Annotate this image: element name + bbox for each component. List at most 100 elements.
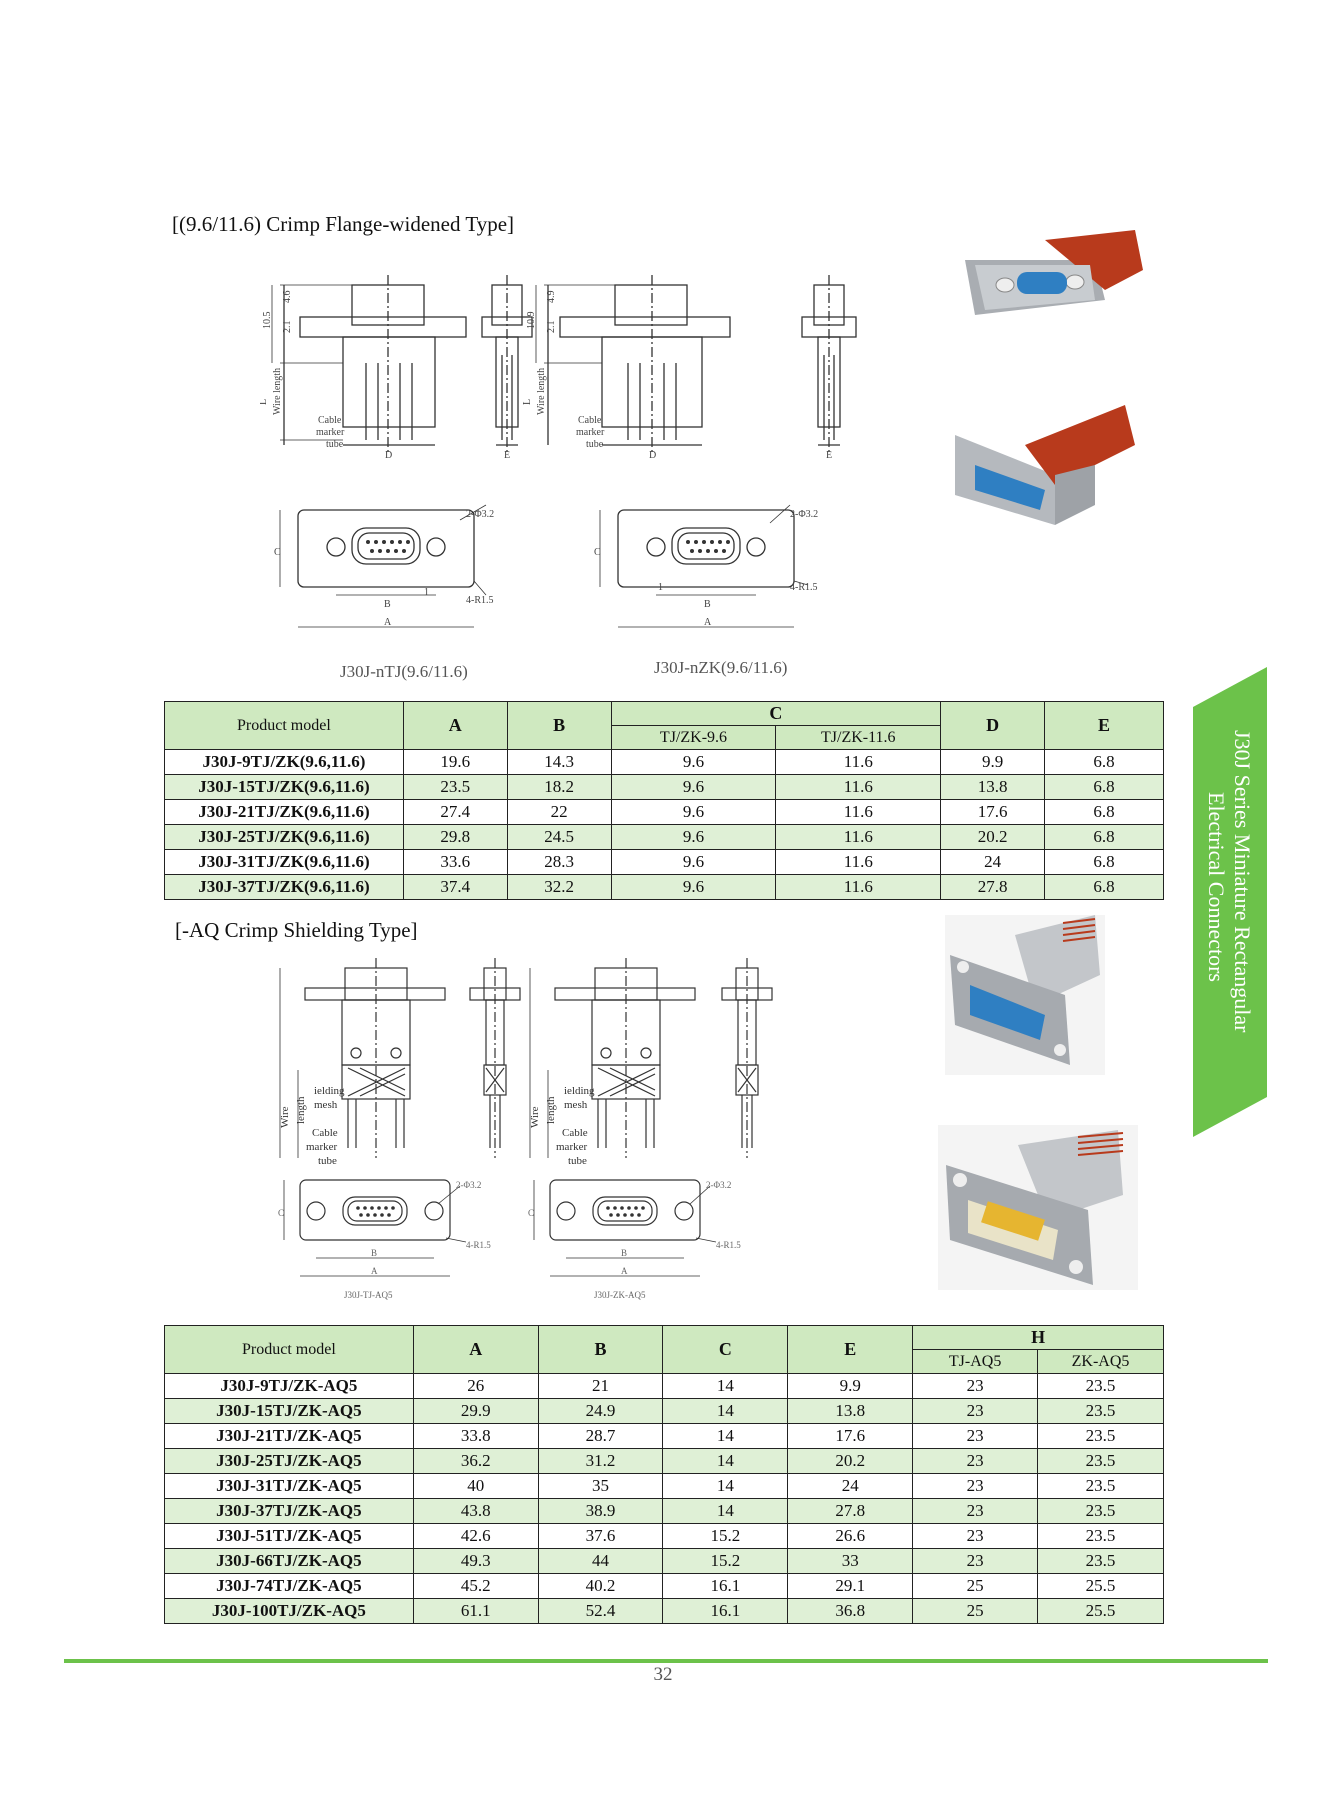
dimension-cell: 32.2	[506, 874, 612, 900]
dimension-cell: 29.1	[787, 1573, 914, 1599]
svg-text:2-Φ3.2: 2-Φ3.2	[706, 1180, 731, 1190]
svg-text:ielding: ielding	[314, 1085, 345, 1097]
dimension-cell: 17.6	[787, 1423, 914, 1449]
svg-text:L: L	[522, 399, 533, 405]
dimension-cell: 45.2	[412, 1573, 539, 1599]
dimension-cell: 37.6	[537, 1523, 664, 1549]
svg-text:1: 1	[658, 582, 663, 593]
dimension-cell: 9.6	[610, 874, 777, 900]
product-model-cell: J30J-37TJ/ZK(9.6,11.6)	[164, 874, 404, 900]
svg-text:2-Φ3.2: 2-Φ3.2	[456, 1180, 481, 1190]
svg-text:E: E	[826, 450, 832, 461]
dimension-cell: 15.2	[662, 1523, 789, 1549]
svg-text:Wire length: Wire length	[536, 368, 547, 415]
svg-text:tube: tube	[586, 439, 604, 450]
dimension-cell: 25	[912, 1573, 1039, 1599]
product-model-cell: J30J-15TJ/ZK-AQ5	[164, 1398, 414, 1424]
product-model-cell: J30J-74TJ/ZK-AQ5	[164, 1573, 414, 1599]
dimension-cell: 23	[912, 1473, 1039, 1499]
svg-text:2-Φ3.2: 2-Φ3.2	[466, 509, 494, 520]
dimension-cell: 6.8	[1044, 774, 1164, 800]
section1-title: [(9.6/11.6) Crimp Flange-widened Type]	[172, 212, 515, 236]
page-number: 32	[653, 1664, 673, 1685]
svg-text:A: A	[704, 617, 712, 628]
dimension-cell: 29.9	[412, 1398, 539, 1424]
dimension-cell: 11.6	[775, 824, 942, 850]
dimension-cell: 40	[412, 1473, 539, 1499]
svg-text:D: D	[649, 450, 656, 461]
table1-header-a: A	[402, 701, 508, 750]
dimension-cell: 23	[912, 1523, 1039, 1549]
svg-text:C: C	[594, 547, 601, 558]
dimension-cell: 44	[537, 1548, 664, 1574]
dimension-cell: 14	[662, 1473, 789, 1499]
dimension-cell: 23.5	[1037, 1523, 1164, 1549]
svg-text:J30J-nZK(9.6/11.6): J30J-nZK(9.6/11.6)	[654, 658, 787, 677]
dimension-cell: 35	[537, 1473, 664, 1499]
dimension-cell: 14	[662, 1398, 789, 1424]
dimension-cell: 27.8	[787, 1498, 914, 1524]
dimension-cell: 27.8	[940, 874, 1046, 900]
svg-text:2.1: 2.1	[282, 321, 293, 334]
svg-text:B: B	[621, 1248, 627, 1258]
svg-text:A: A	[384, 617, 392, 628]
dimension-cell: 22	[506, 799, 612, 825]
dimension-cell: 14	[662, 1423, 789, 1449]
svg-text:marker: marker	[316, 427, 345, 438]
connector-photo-shield-2	[938, 1125, 1138, 1290]
dimension-cell: 23.5	[1037, 1398, 1164, 1424]
dimension-cell: 13.8	[940, 774, 1046, 800]
svg-text:tube: tube	[568, 1155, 587, 1167]
table1-header-b: B	[506, 701, 612, 750]
svg-text:2-Φ3.2: 2-Φ3.2	[790, 509, 818, 520]
svg-text:10.9: 10.9	[526, 312, 537, 330]
dimension-cell: 36.2	[412, 1448, 539, 1474]
dimension-cell: 23	[912, 1548, 1039, 1574]
dimension-cell: 9.6	[610, 824, 777, 850]
svg-text:C: C	[274, 547, 281, 558]
dimension-cell: 40.2	[537, 1573, 664, 1599]
svg-text:Wire: Wire	[529, 1106, 541, 1128]
dimension-cell: 23.5	[1037, 1373, 1164, 1399]
dimension-cell: 20.2	[787, 1448, 914, 1474]
svg-text:B: B	[384, 599, 391, 610]
dimension-cell: 25.5	[1037, 1598, 1164, 1624]
dimension-cell: 11.6	[775, 749, 942, 775]
table2-header-h1: TJ-AQ5	[912, 1349, 1039, 1374]
product-model-cell: J30J-21TJ/ZK-AQ5	[164, 1423, 414, 1449]
dimension-cell: 17.6	[940, 799, 1046, 825]
svg-text:J30J-nTJ(9.6/11.6): J30J-nTJ(9.6/11.6)	[340, 662, 468, 681]
dimension-cell: 11.6	[775, 874, 942, 900]
svg-text:A: A	[371, 1266, 378, 1276]
dimension-cell: 6.8	[1044, 824, 1164, 850]
dimension-cell: 42.6	[412, 1523, 539, 1549]
svg-text:4-R1.5: 4-R1.5	[716, 1240, 741, 1250]
table1-header-d: D	[940, 701, 1046, 750]
dimension-cell: 23	[912, 1423, 1039, 1449]
dimension-cell: 11.6	[775, 849, 942, 875]
product-model-cell: J30J-9TJ/ZK(9.6,11.6)	[164, 749, 404, 775]
table1-header-c2: TJ/ZK-11.6	[775, 725, 942, 750]
table2-header-h2: ZK-AQ5	[1037, 1349, 1164, 1374]
product-model-cell: J30J-31TJ/ZK-AQ5	[164, 1473, 414, 1499]
dimension-cell: 23	[912, 1398, 1039, 1424]
dimension-cell: 18.2	[506, 774, 612, 800]
svg-text:mesh: mesh	[564, 1099, 588, 1111]
table2-header-e: E	[787, 1325, 914, 1374]
dimension-cell: 21	[537, 1373, 664, 1399]
side-tab-line2: Electrical Connectors	[1204, 792, 1229, 982]
product-model-cell: J30J-21TJ/ZK(9.6,11.6)	[164, 799, 404, 825]
svg-text:tube: tube	[318, 1155, 337, 1167]
dimension-cell: 9.9	[940, 749, 1046, 775]
